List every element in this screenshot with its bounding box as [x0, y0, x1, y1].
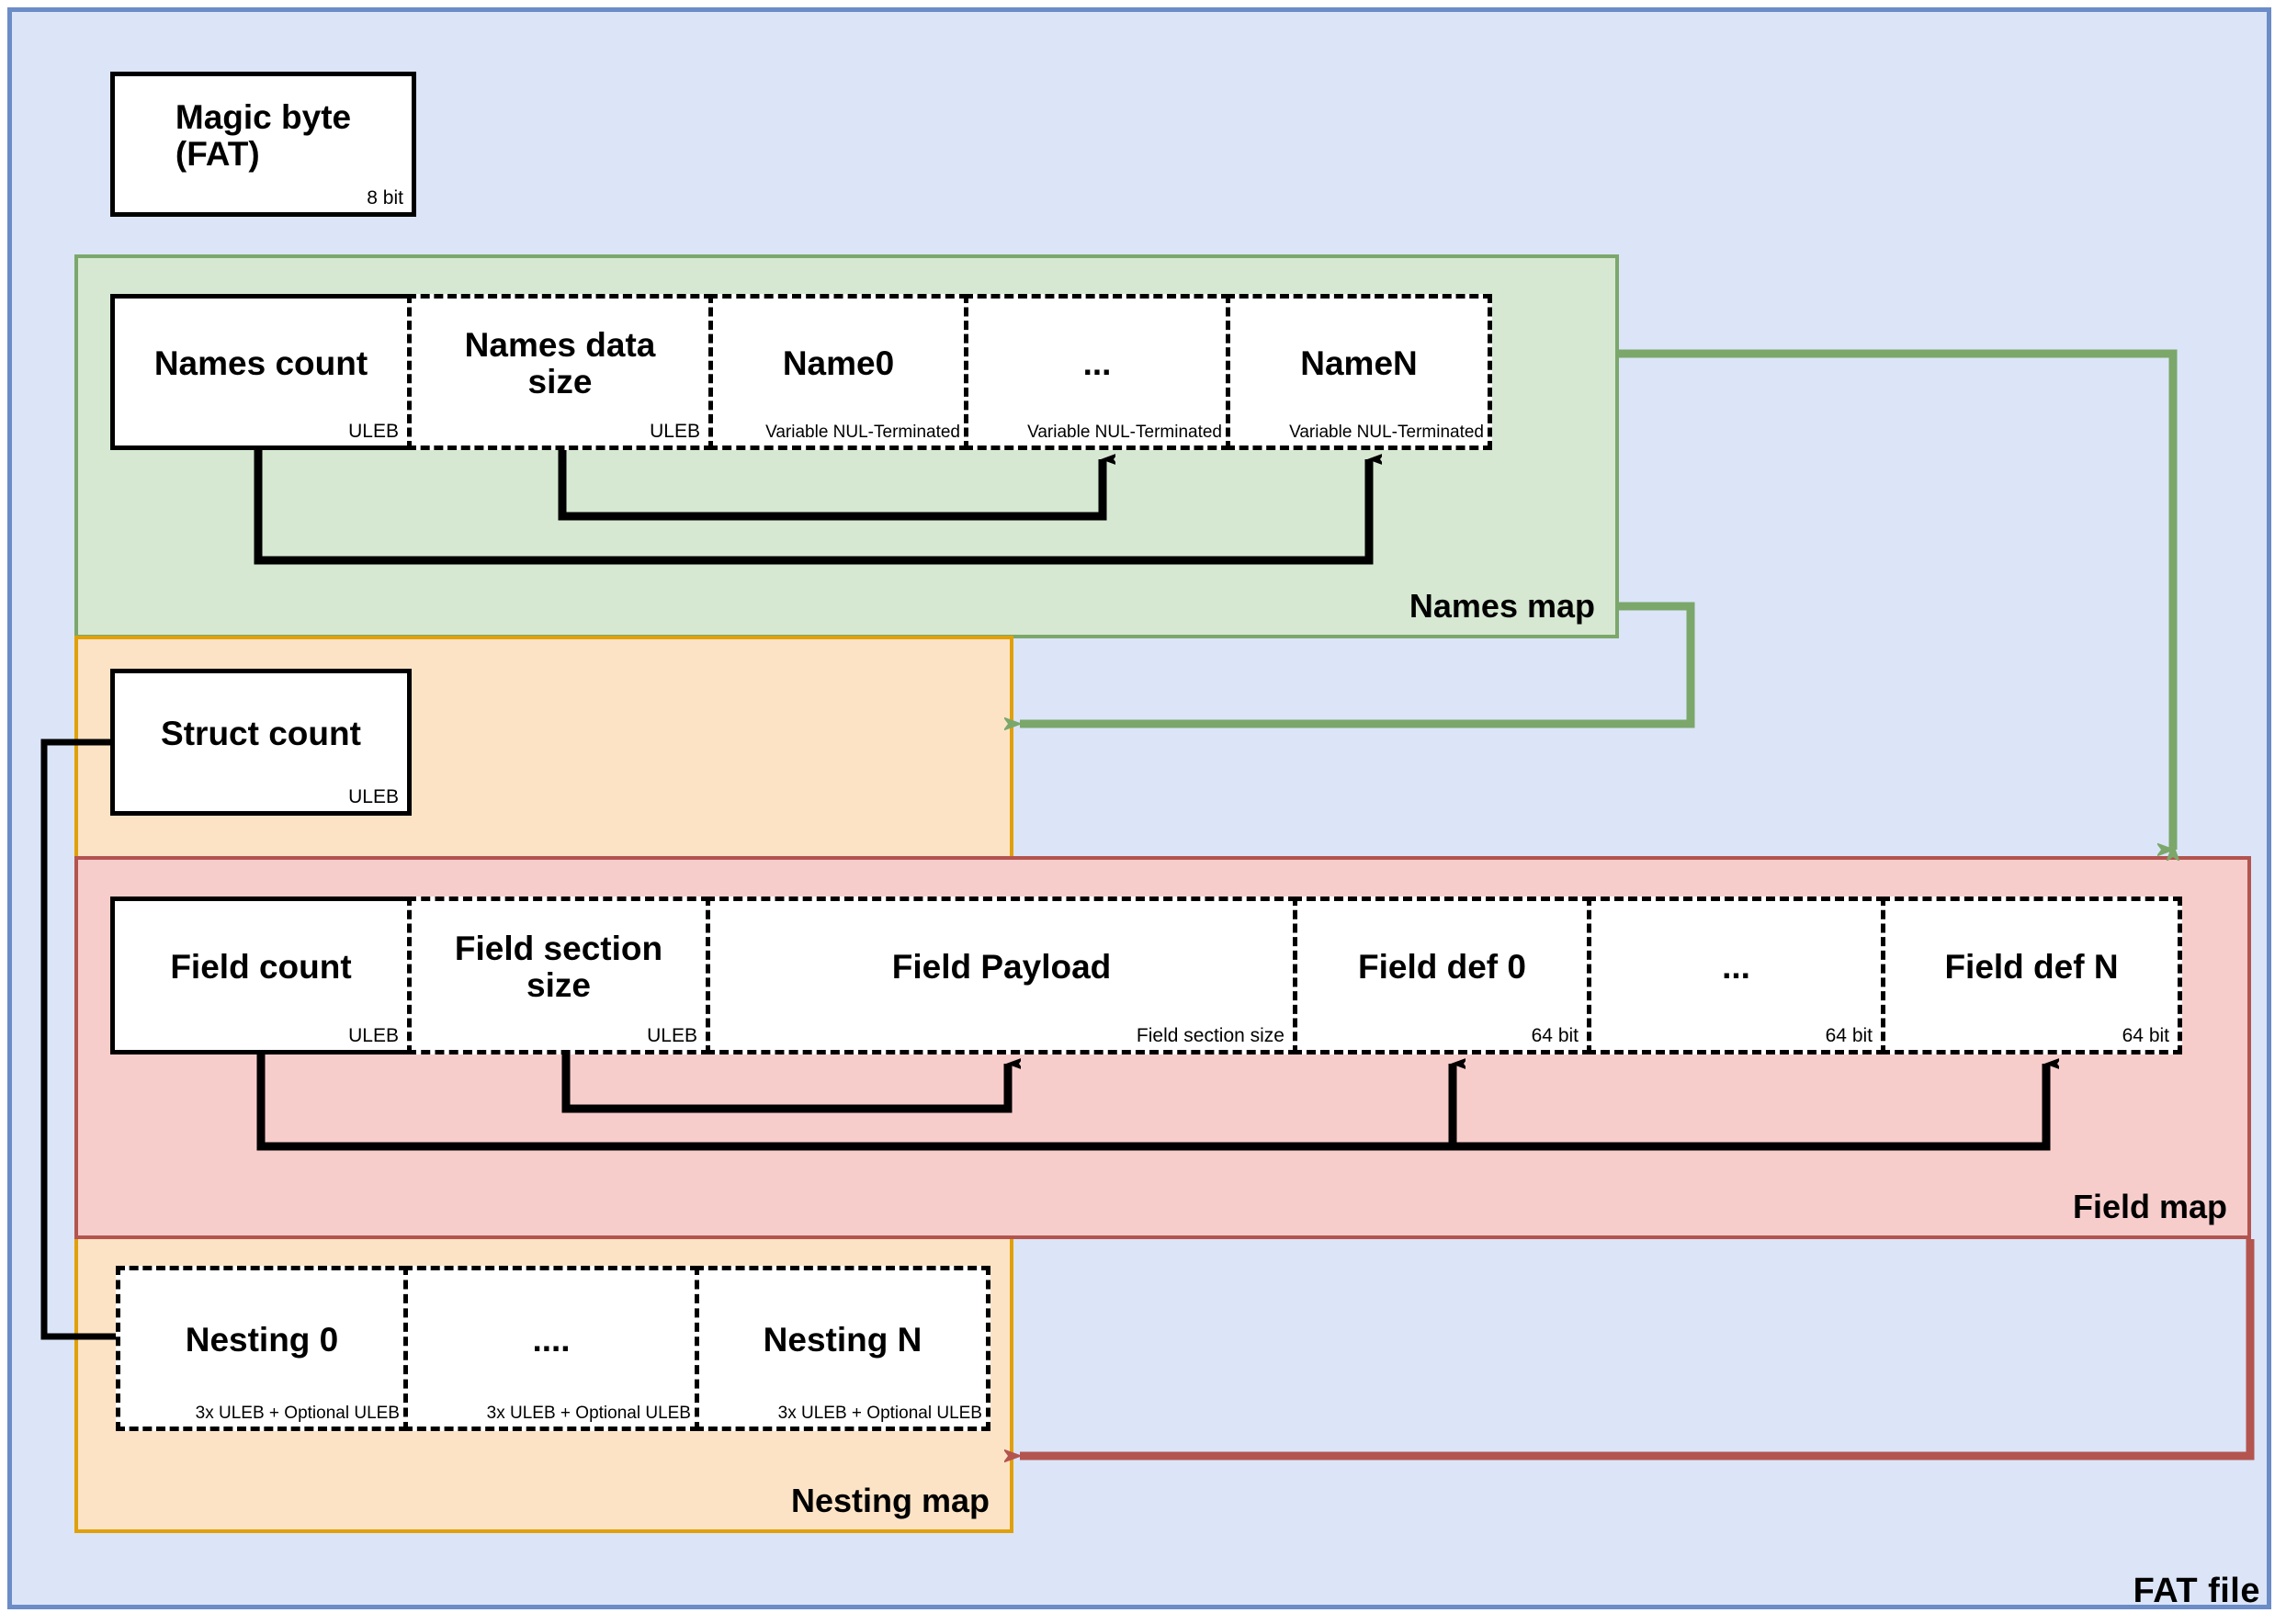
magic-byte-title: Magic byte (FAT): [175, 98, 352, 173]
cell-size: 64 bit: [1531, 1025, 1579, 1046]
cell-title: Struct count: [161, 715, 361, 753]
cell-nameN: NameN Variable NUL-Terminated: [1226, 294, 1492, 450]
cell-nesting-0: Nesting 0 3x ULEB + Optional ULEB: [116, 1266, 408, 1431]
fat-file-label: FAT file: [2133, 1572, 2260, 1610]
cell-title: Field count: [170, 948, 352, 987]
cell-title: ....: [532, 1321, 571, 1359]
nesting-map-label: Nesting map: [790, 1482, 990, 1519]
cell-title: Names count: [153, 344, 368, 383]
cell-struct-count: Struct count ULEB: [110, 669, 412, 816]
cell-title: ...: [1722, 948, 1750, 987]
field-map-cells: Field count ULEB Field section size ULEB…: [110, 897, 2182, 1054]
cell-title: Names data size: [464, 326, 656, 400]
cell-names-data-size: Names data size ULEB: [407, 294, 713, 450]
cell-title: Name0: [782, 344, 895, 383]
cell-name0: Name0 Variable NUL-Terminated: [708, 294, 968, 450]
cell-size: ULEB: [348, 786, 399, 807]
cell-title: Field def N: [1944, 948, 2119, 987]
cell-name-ellipsis: ... Variable NUL-Terminated: [964, 294, 1230, 450]
cell-nesting-ellipsis: .... 3x ULEB + Optional ULEB: [403, 1266, 699, 1431]
cell-size: ULEB: [348, 421, 399, 442]
cell-size: Variable NUL-Terminated: [1289, 423, 1484, 442]
cell-size: Variable NUL-Terminated: [1027, 423, 1222, 442]
nesting-map-cells: Nesting 0 3x ULEB + Optional ULEB .... 3…: [116, 1266, 990, 1431]
cell-field-count: Field count ULEB: [110, 897, 412, 1054]
names-map-label: Names map: [1409, 587, 1595, 625]
cell-size: 64 bit: [2122, 1025, 2169, 1046]
cell-field-def-N: Field def N 64 bit: [1881, 897, 2182, 1054]
cell-field-def-ellipsis: ... 64 bit: [1587, 897, 1885, 1054]
cell-names-count: Names count ULEB: [110, 294, 412, 450]
magic-byte-size: 8 bit: [367, 187, 403, 209]
magic-byte-box: Magic byte (FAT) 8 bit: [110, 72, 416, 217]
cell-title: Nesting 0: [185, 1321, 339, 1359]
cell-size: 3x ULEB + Optional ULEB: [486, 1404, 691, 1423]
cell-size: Variable NUL-Terminated: [765, 423, 960, 442]
cell-size: ULEB: [647, 1025, 697, 1046]
names-map-cells: Names count ULEB Names data size ULEB Na…: [110, 294, 1492, 450]
cell-size: ULEB: [650, 421, 700, 442]
struct-count-cells: Struct count ULEB: [110, 669, 412, 816]
cell-size: 3x ULEB + Optional ULEB: [777, 1404, 982, 1423]
cell-size: 3x ULEB + Optional ULEB: [195, 1404, 400, 1423]
cell-title: Field section size: [454, 930, 663, 1004]
cell-size: 64 bit: [1825, 1025, 1873, 1046]
cell-field-def-0: Field def 0 64 bit: [1293, 897, 1591, 1054]
cell-title: Nesting N: [763, 1321, 922, 1359]
cell-field-payload: Field Payload Field section size: [706, 897, 1297, 1054]
cell-title: NameN: [1300, 344, 1418, 383]
cell-nesting-N: Nesting N 3x ULEB + Optional ULEB: [695, 1266, 990, 1431]
cell-size: Field section size: [1136, 1025, 1284, 1046]
cell-title: Field def 0: [1358, 948, 1526, 987]
cell-title: Field Payload: [891, 948, 1112, 987]
field-map-label: Field map: [2072, 1188, 2227, 1225]
cell-title: ...: [1082, 344, 1112, 383]
cell-field-section-size: Field section size ULEB: [407, 897, 710, 1054]
cell-size: ULEB: [348, 1025, 399, 1046]
